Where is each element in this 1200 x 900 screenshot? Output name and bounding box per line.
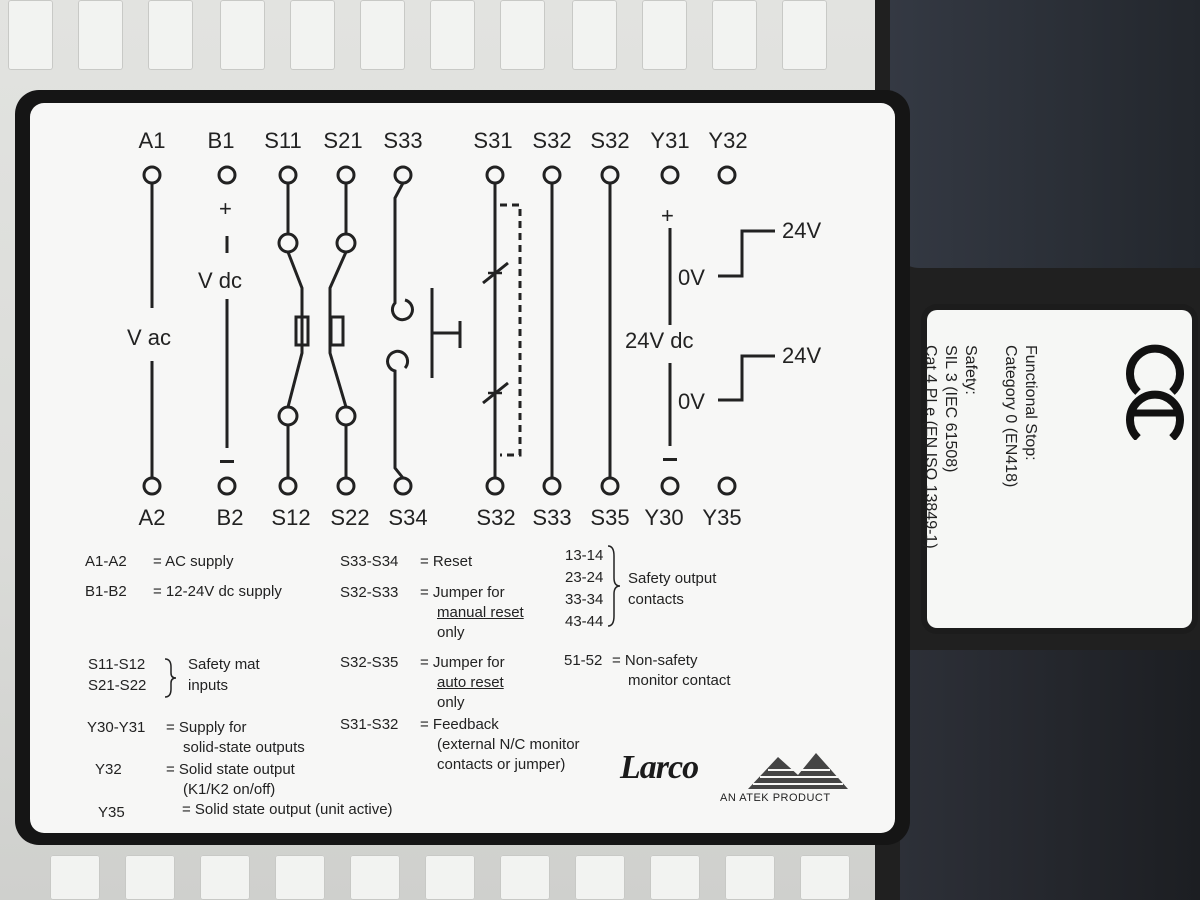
terminal-a1: A1: [138, 128, 166, 153]
label-24v-1: 24V: [782, 218, 822, 243]
terminal-b1: B1: [207, 128, 235, 153]
legend-y32-key: Y32: [95, 761, 122, 778]
legend-reset-desc: = Reset: [420, 553, 473, 570]
wiring-label: A1 B1 S11 S21 S33 S31 S32 S32 Y31 Y32 A2…: [30, 103, 895, 833]
legend-y35-desc: = Solid state output (unit active): [182, 801, 393, 818]
legend-manual-desc-1: = Jumper for: [420, 584, 505, 601]
logo-tagline: AN ATEK PRODUCT: [720, 792, 831, 804]
terminal-y30: Y30: [644, 505, 684, 530]
cert-line-1: Functional Stop:: [1022, 345, 1039, 461]
legend-feedback-desc-2: (external N/C monitor: [437, 736, 580, 753]
ce-mark-icon: [1126, 344, 1184, 440]
legend-nonsafety-desc-1: = Non-safety: [612, 652, 698, 669]
terminal-s33-bottom: S33: [532, 505, 572, 530]
terminal-s11: S11: [264, 128, 302, 153]
terminal-s32-bottom: S32: [476, 505, 516, 530]
terminal-a2: A2: [138, 505, 166, 530]
label-0v-2: 0V: [678, 389, 705, 414]
legend-s11s12-key: S11-S12: [88, 656, 146, 673]
cert-line-3: [980, 345, 1000, 625]
terminal-s35: S35: [590, 505, 630, 530]
legend-b1b2-key: B1-B2: [85, 583, 127, 600]
legend-feedback-key: S31-S32: [340, 716, 399, 733]
legend-a1a2-key: A1-A2: [85, 553, 127, 570]
label-v-dc: V dc: [198, 268, 243, 293]
larco-logo: Larco: [620, 749, 699, 786]
label-24v-2: 24V: [782, 343, 822, 368]
legend-y32-desc-2: (K1/K2 on/off): [183, 781, 276, 798]
side-housing-lower: [900, 650, 1200, 900]
label-plus-b1: +: [219, 196, 232, 221]
legend-mat-desc-2: inputs: [188, 677, 229, 694]
legend-nonsafety-key: 51-52: [564, 652, 603, 669]
legend-y30y31-key: Y30-Y31: [87, 719, 146, 736]
terminal-y32: Y32: [708, 128, 748, 153]
legend-feedback-desc-3: contacts or jumper): [437, 756, 566, 773]
terminal-b2: B2: [216, 505, 244, 530]
label-0v-1: 0V: [678, 265, 705, 290]
cert-line-2: Category 0 (EN418): [1002, 345, 1019, 488]
legend-auto-key: S32-S35: [340, 654, 399, 671]
terminal-s31: S31: [473, 128, 513, 153]
legend-reset-key: S33-S34: [340, 553, 399, 570]
legend-mat-desc-1: Safety mat: [188, 656, 260, 673]
terminal-s32-a: S32: [532, 128, 572, 153]
legend-manual-key: S32-S33: [340, 584, 399, 601]
legend-manual-desc-3: only: [437, 624, 465, 641]
terminal-s12: S12: [271, 505, 311, 530]
side-housing-upper: [890, 0, 1200, 268]
terminal-y35: Y35: [702, 505, 742, 530]
wiring-diagram: [142, 165, 775, 698]
label-24v-dc: 24V dc: [625, 328, 694, 353]
legend-auto-desc-2: auto reset: [437, 674, 504, 691]
terminal-y31: Y31: [650, 128, 690, 153]
legend-safety-desc-2: contacts: [628, 591, 684, 608]
legend-auto-desc-3: only: [437, 694, 465, 711]
certification-label: [927, 310, 1192, 628]
legend-manual-desc-2: manual reset: [437, 604, 524, 621]
legend-y35-key: Y35: [98, 804, 125, 821]
legend-s21s22-key: S21-S22: [88, 677, 147, 694]
legend-contact-23-24: 23-24: [565, 569, 604, 586]
legend-y30y31-desc-1: = Supply for: [166, 719, 247, 736]
terminal-s32-b: S32: [590, 128, 630, 153]
legend-safety-desc-1: Safety output: [628, 570, 717, 587]
cert-line-6: Cat 4 PLe (EN ISO 13849-1): [922, 345, 939, 549]
legend-a1a2-desc: = AC supply: [153, 553, 234, 570]
legend-contact-43-44: 43-44: [565, 613, 604, 630]
legend-feedback-desc-1: = Feedback: [420, 716, 499, 733]
terminal-s34: S34: [388, 505, 428, 530]
legend-auto-desc-1: = Jumper for: [420, 654, 505, 671]
legend-nonsafety-desc-2: monitor contact: [628, 672, 731, 689]
cert-line-5: SIL 3 (IEC 61508): [942, 345, 959, 473]
cert-line-4: Safety:: [962, 345, 979, 395]
legend-y30y31-desc-2: solid-state outputs: [183, 739, 305, 756]
terminal-s22: S22: [330, 505, 370, 530]
legend-y32-desc-1: = Solid state output: [166, 761, 295, 778]
terminal-s21: S21: [323, 128, 363, 153]
terminal-s33-top: S33: [383, 128, 423, 153]
legend-b1b2-desc: = 12-24V dc supply: [153, 583, 282, 600]
mountain-logo-icon: [748, 753, 848, 789]
legend-contact-13-14: 13-14: [565, 547, 604, 564]
label-v-ac: V ac: [127, 325, 172, 350]
legend-contact-33-34: 33-34: [565, 591, 604, 608]
label-plus-y31: +: [661, 203, 674, 228]
